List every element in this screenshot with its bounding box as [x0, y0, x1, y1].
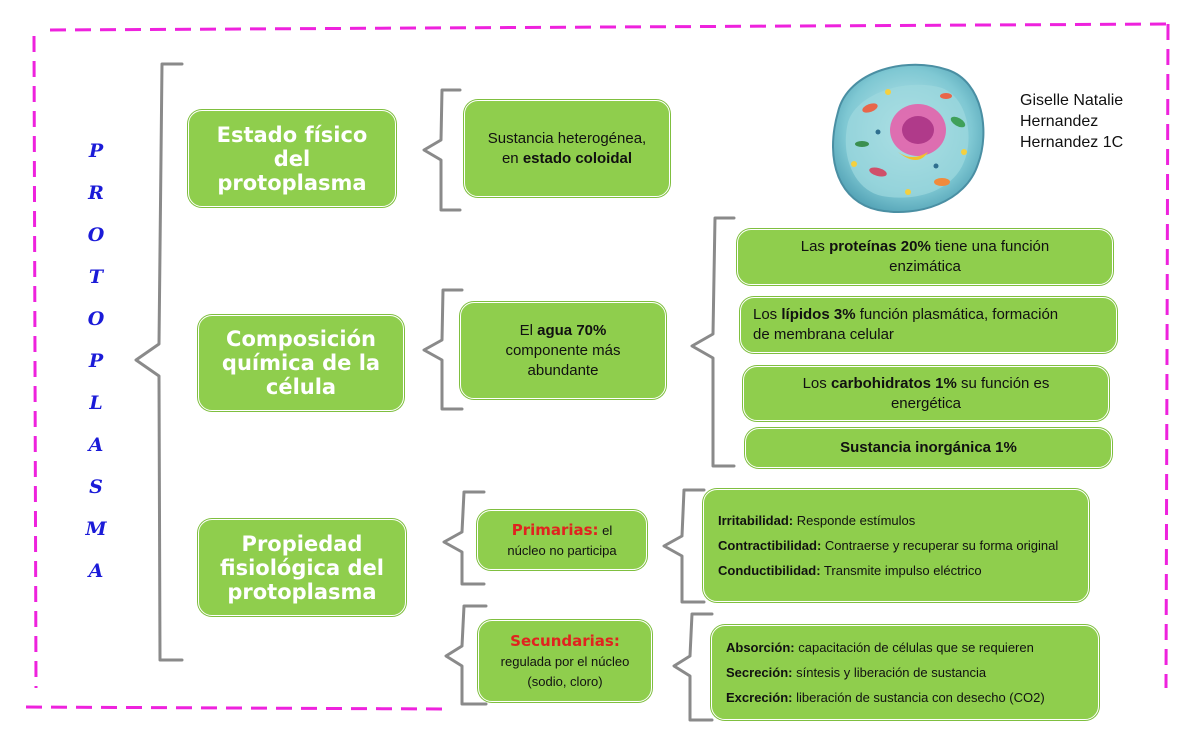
estado-bracket: [422, 88, 462, 212]
heading-line: protoplasma: [227, 579, 377, 604]
secundarias-box: Secundarias: regulada por el núcleo (sodio…: [478, 620, 652, 702]
title-letter: P: [88, 350, 104, 372]
list-item: Contractibilidad: Contraerse y recuperar…: [718, 537, 1058, 554]
desc-text: abundante: [527, 361, 599, 379]
heading-line: fisiológica del: [220, 555, 384, 580]
secundarias-bracket: [444, 604, 488, 706]
title-letter: L: [89, 392, 103, 414]
list-item: Excreción: liberación de sustancia con d…: [726, 689, 1045, 706]
title-letter: M: [85, 518, 107, 540]
author-line: Hernandez: [1020, 113, 1099, 130]
desc-text: tiene una función: [930, 238, 1050, 255]
item-desc: Contraerse y recuperar su forma original: [821, 538, 1059, 553]
primarias-bracket: [442, 490, 486, 586]
item-term: Excreción:: [726, 690, 793, 705]
author-line: Hernandez 1C: [1020, 134, 1124, 151]
agua-box: El agua 70% componente más abundante: [460, 302, 666, 399]
heading-line: Propiedad: [241, 531, 363, 556]
primarias-items-box: Irritabilidad: Responde estímulos Contra…: [703, 489, 1089, 602]
secundarias-items-box: Absorción: capacitación de células que s…: [711, 625, 1099, 720]
desc-text: Los: [802, 374, 831, 392]
item-desc: Transmite impulso eléctrico: [820, 563, 982, 578]
title-letter: S: [89, 476, 103, 498]
heading-line: Estado físico: [216, 122, 368, 147]
item-desc: síntesis y liberación de sustancia: [792, 665, 987, 680]
desc-text: regulada por el núcleo: [500, 653, 630, 669]
sustancia-box: Sustancia heterogénea, en estado coloidal: [464, 100, 670, 197]
desc-text: El: [519, 321, 538, 339]
desc-bold: carbohidratos 1%: [830, 374, 957, 392]
carbohidratos-box: Los carbohidratos 1% su función es energé…: [743, 366, 1109, 421]
heading-line: protoplasma: [217, 170, 367, 195]
heading-line: Composición: [226, 327, 376, 351]
vertical-title: P R O T O P L A S M A: [82, 130, 110, 592]
componentes-bracket: [690, 216, 736, 468]
title-letter: A: [88, 560, 104, 582]
cell-illustration: [832, 63, 985, 214]
dashed-border: [25, 22, 1173, 711]
desc-text: en: [501, 149, 523, 167]
author-name: Giselle Natalie Hernandez Hernandez 1C: [1020, 90, 1123, 153]
desc-text: Los: [753, 306, 782, 323]
title-letter: A: [88, 434, 104, 456]
title-letter: T: [88, 266, 104, 288]
desc-text: su función es: [956, 374, 1050, 392]
desc-text: Sustancia heterogénea,: [487, 129, 647, 147]
item-term: Irritabilidad:: [718, 513, 794, 528]
desc-bold: lípidos 3%: [781, 306, 856, 323]
desc-text: enzimática: [889, 258, 961, 275]
composicion-bracket: [422, 288, 464, 411]
desc-text: energética: [890, 394, 962, 412]
item-desc: liberación de sustancia con desecho (CO2…: [792, 690, 1045, 705]
item-term: Contractibilidad:: [718, 538, 822, 553]
desc-text: el: [598, 522, 613, 538]
list-item: Conductibilidad: Transmite impulso eléct…: [718, 562, 982, 579]
desc-text: (sodio, cloro): [527, 673, 603, 689]
item-term: Conductibilidad:: [718, 563, 821, 578]
proteinas-box: Las proteínas 20% tiene una función enzim…: [737, 229, 1113, 285]
list-item: Irritabilidad: Responde estímulos: [718, 512, 915, 529]
list-item: Absorción: capacitación de células que s…: [726, 639, 1034, 656]
list-item: Secreción: síntesis y liberación de sust…: [726, 664, 986, 681]
desc-text: de membrana celular: [753, 326, 894, 343]
item-term: Secreción:: [726, 665, 793, 680]
main-bracket: [134, 62, 184, 662]
author-line: Giselle Natalie: [1020, 92, 1124, 109]
desc-text: función plasmática, formación: [855, 306, 1059, 323]
secundarias-items-bracket: [672, 612, 714, 722]
primarias-box: Primarias: el núcleo no participa: [477, 510, 647, 570]
primarias-items-bracket: [662, 488, 706, 604]
title-letter: O: [87, 308, 105, 330]
item-desc: capacitación de células que se requieren: [794, 640, 1034, 655]
heading-line: célula: [265, 375, 337, 399]
desc-bold: agua 70%: [537, 321, 607, 339]
desc-text: núcleo no participa: [507, 542, 617, 558]
desc-text: Las: [800, 238, 830, 255]
lipidos-box: Los lípidos 3% función plasmática, forma…: [740, 297, 1117, 353]
heading-line: del: [273, 146, 311, 171]
desc-bold: Sustancia inorgánica 1%: [840, 439, 1017, 456]
title-letter: R: [88, 182, 104, 204]
heading-line: química de la: [221, 351, 381, 375]
title-letter: P: [88, 140, 104, 162]
primarias-label: Primarias:: [511, 520, 599, 539]
item-desc: Responde estímulos: [793, 513, 916, 528]
secundarias-label: Secundarias:: [510, 631, 620, 650]
title-letter: O: [87, 224, 105, 246]
desc-bold: proteínas 20%: [829, 238, 931, 255]
item-term: Absorción:: [726, 640, 795, 655]
inorganica-box: Sustancia inorgánica 1%: [745, 428, 1112, 468]
desc-bold: estado coloidal: [522, 149, 633, 167]
desc-text: componente más: [505, 341, 621, 359]
